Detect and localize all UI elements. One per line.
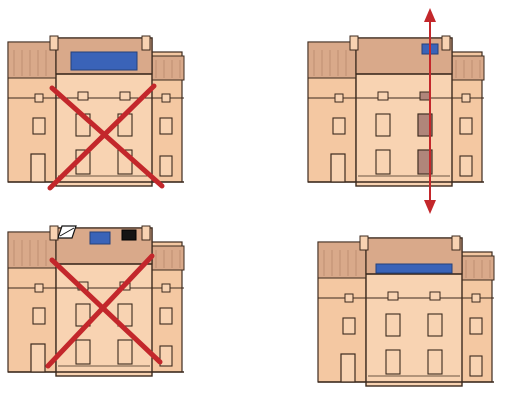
panel-bottom-right	[318, 236, 494, 386]
shaded-window	[420, 92, 430, 100]
panel-top-right	[308, 8, 484, 214]
panel-bottom-left	[8, 226, 184, 376]
solar-panel-small-blue	[90, 232, 110, 244]
building-top-right	[308, 36, 484, 186]
panel-top-left	[8, 36, 184, 188]
solar-panel-wide-aligned	[376, 264, 452, 273]
solar-panel-small-black	[122, 230, 136, 240]
building-bottom-right	[318, 236, 494, 386]
solar-panel-wide	[71, 52, 137, 70]
